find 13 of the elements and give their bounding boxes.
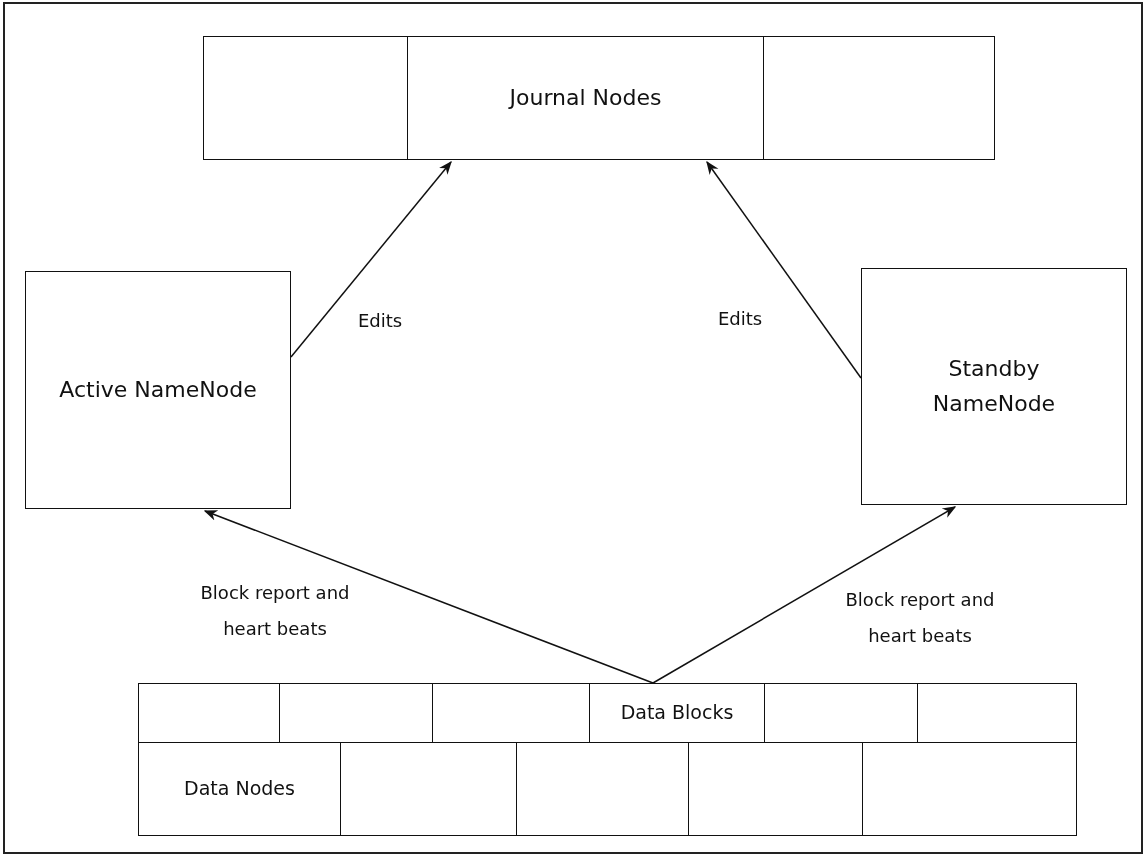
arrow (652, 506, 957, 684)
process-box (861, 268, 1127, 505)
node-label: Data Nodes (184, 776, 295, 802)
arrow (290, 160, 452, 358)
process-box (407, 36, 764, 160)
node-label: Journal Nodes (509, 83, 662, 112)
node-label: Standby NameNode (931, 355, 1057, 418)
process-box (138, 742, 341, 836)
arrow (203, 510, 654, 684)
process-box (25, 271, 291, 509)
node-label: Active NameNode (59, 375, 257, 404)
arrow (706, 160, 862, 379)
node-label: Data Blocks (620, 700, 734, 726)
